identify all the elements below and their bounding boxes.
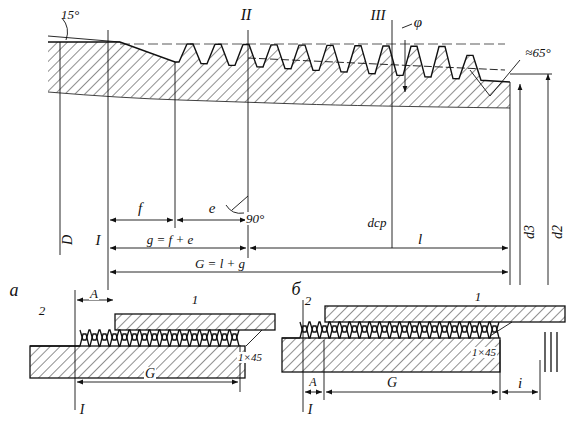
dimension-label: f [137,201,143,216]
dimension-label: dср [367,216,388,229]
coupling-body [325,306,565,322]
crest-line [120,44,505,45]
dimension-label: 1 [474,290,483,303]
pipe-body [30,346,245,378]
thread-profile [48,42,510,82]
dimension-label: e [208,201,217,216]
pipe-body [282,338,500,372]
dimension-label: φ [413,15,423,30]
dimension-label: i [517,376,523,391]
dimension-label: D [61,234,75,246]
dimension-label: 1×45 [471,347,497,358]
dimension-label: 1×45 [237,352,263,363]
dimension-label: d2 [551,224,565,240]
dimension-label: d3 [523,224,537,240]
dimension-label: ≈65° [524,46,551,59]
dimension-label: l [417,232,423,247]
dimension-label: 2 [304,294,313,307]
dimension-label: 15° [60,8,80,21]
dimension-label: A [89,287,99,300]
dimension-label: a [9,281,20,299]
dimension-label: III [370,8,387,23]
dimension-label: G = l + g [194,257,246,270]
dimension-label: I [95,233,102,248]
coupling-body [115,314,275,330]
pipe-outline [30,345,80,346]
dimension-label: II [240,7,253,23]
pipe-end-line [550,332,551,372]
dimension-label: б [290,280,301,298]
dimension-label: G [144,367,156,381]
pipe-section-hatch [48,42,510,108]
dimension-label: A [308,376,317,388]
dimension-label: 1 [191,293,200,306]
dimension-label: I [79,403,86,417]
pipe-outline [282,337,300,338]
pipe-end-line [556,332,557,372]
pipe-thread [80,334,239,346]
dimension-label: 90° [245,212,265,225]
coupling-thread [300,322,499,332]
pipe-end-line [544,332,545,372]
dimension-label: 2 [38,304,47,317]
dimension-label: I [307,403,314,417]
dimension-label: g = f + e [146,233,194,246]
break-line [48,92,510,108]
pipe-thread [300,326,499,338]
dimension-label: G [386,376,398,390]
coupling-thread [80,330,239,340]
